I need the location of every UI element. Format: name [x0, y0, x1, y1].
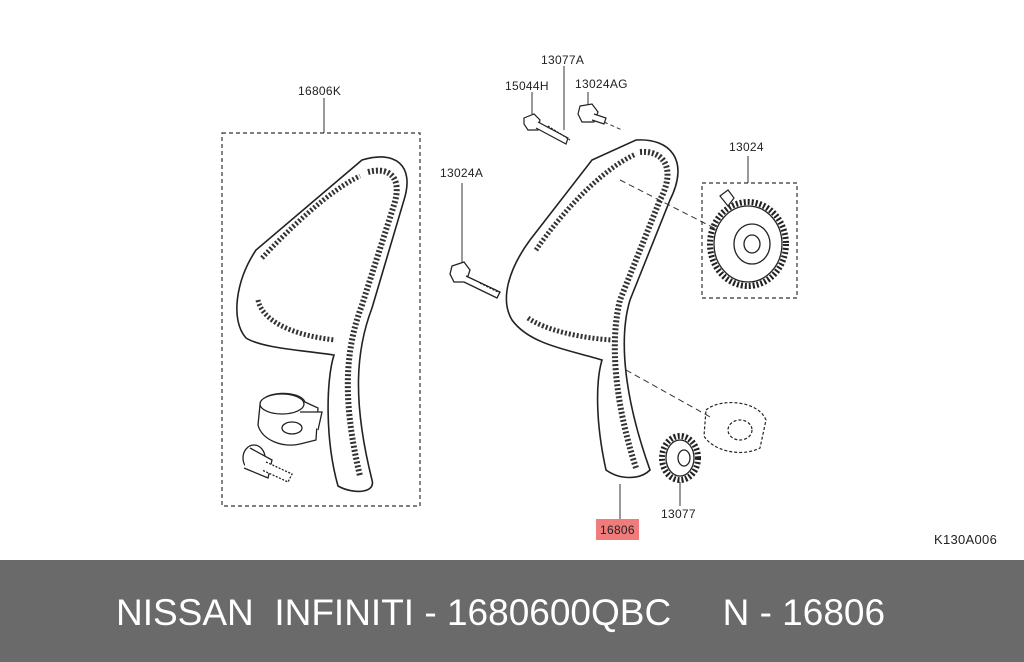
- main-timing-belt-drawing: [505, 139, 679, 479]
- callout-13077a: 13077A: [541, 53, 585, 67]
- top-bolts-drawing: [523, 103, 607, 145]
- cam-dash-line: [619, 179, 719, 231]
- callout-13024: 13024: [729, 140, 764, 154]
- top-bolt-dash-line: [603, 121, 623, 131]
- callout-16806k: 16806K: [298, 84, 342, 98]
- callout-15044h: 15044H: [505, 79, 549, 93]
- timing-belt-exploded-diagram: [221, 66, 798, 520]
- callout-13024ag: 13024AG: [575, 77, 628, 91]
- callout-13024a: 13024A: [440, 166, 484, 180]
- cam-sprocket-drawing: [707, 189, 789, 289]
- crank-sprocket-drawing: [659, 433, 701, 483]
- tensioner-bolt-drawing: [449, 261, 501, 299]
- drawing-code: K130A006: [934, 532, 998, 547]
- part-number-footer-text: NISSAN INFINITI - 1680600QBC N - 16806: [116, 592, 886, 633]
- kit-belt-drawing: [236, 156, 408, 493]
- kit-tensioner-pulley-drawing: [257, 392, 323, 446]
- oil-pump-drawing: [703, 402, 767, 454]
- belt-kit-dashed-box: [221, 132, 421, 507]
- crank-dash-line: [625, 369, 713, 419]
- kit-bolt-drawing: [242, 444, 293, 483]
- part-number-footer-bar: [0, 560, 1024, 662]
- callout-13077: 13077: [661, 507, 696, 521]
- callout-16806-highlighted[interactable]: 16806: [596, 519, 639, 540]
